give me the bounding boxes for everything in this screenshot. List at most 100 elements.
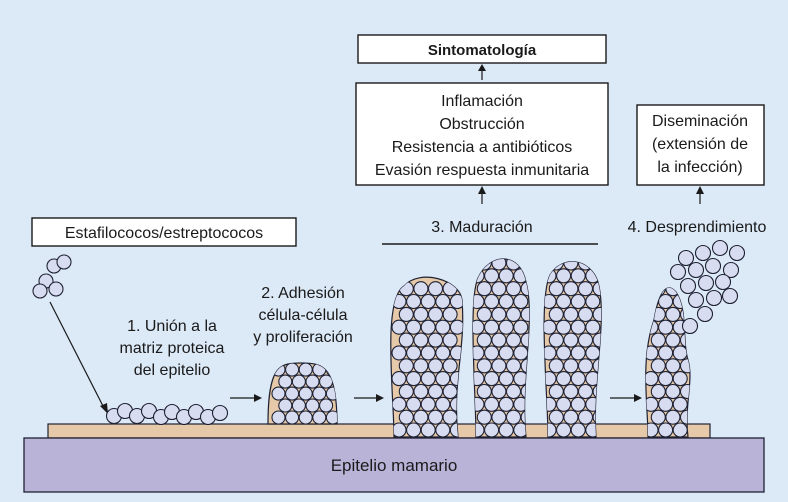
dissemination-box	[636, 104, 765, 186]
coccus-cell	[442, 358, 458, 374]
coccus-cell	[498, 345, 514, 361]
coccus-cell	[665, 383, 681, 400]
coccus-cell	[391, 345, 407, 361]
coccus-cell	[442, 332, 458, 348]
coccus-cell	[476, 358, 492, 374]
released-coccus	[721, 287, 739, 305]
coccus-cell	[513, 345, 529, 361]
coccus-cell	[679, 358, 690, 374]
stage-2-label: 2. Adhesión célula-célula y proliferació…	[253, 285, 353, 346]
released-coccus	[696, 305, 714, 323]
coccus-cell	[484, 345, 500, 361]
released-coccus	[714, 273, 732, 291]
coccus-cell	[406, 396, 422, 412]
bacteria-label: Estafilococos/estreptococos	[65, 225, 263, 242]
released-coccus	[722, 261, 740, 279]
coccus-cell	[406, 422, 422, 437]
dissemination-text: Diseminación (extensión de la infección)	[652, 113, 748, 176]
symptoms-list-box	[355, 82, 609, 186]
stage-1-line: matriz proteica	[120, 340, 225, 357]
coccus-cell	[484, 371, 500, 387]
coccus-cell	[398, 409, 414, 425]
released-coccus	[694, 244, 712, 262]
coccus-cell	[435, 371, 451, 387]
coccus-cell	[491, 409, 507, 425]
coccus-cell	[319, 398, 334, 413]
coccus-cell	[570, 396, 586, 412]
coccus-cell	[484, 293, 500, 310]
coccus-cell	[658, 422, 674, 437]
coccus-cell	[435, 319, 451, 335]
coccus-cell	[548, 358, 564, 374]
coccus-cell	[484, 422, 500, 437]
attachment-arrow	[49, 301, 105, 409]
released-coccus	[705, 289, 723, 307]
coccus-cell	[449, 319, 463, 335]
coccus-cell	[298, 363, 313, 377]
coccus-cell	[556, 371, 572, 387]
coccus-cell	[556, 293, 572, 310]
coccus-cell	[548, 332, 564, 348]
coccus-cell	[449, 293, 463, 310]
coccus-cell	[413, 409, 429, 425]
attached-cells	[105, 402, 229, 426]
coccus-cell	[658, 396, 674, 412]
coccus-cell	[585, 345, 601, 361]
coccus-cell	[413, 306, 429, 322]
coccus-cell	[285, 410, 300, 424]
stage-1-line: del epitelio	[134, 362, 211, 379]
symptoms-title: Sintomatología	[428, 42, 537, 59]
coccus-cell	[398, 358, 414, 374]
coccus-cell	[650, 409, 666, 425]
tower-cells	[472, 258, 530, 437]
coccus-cell	[563, 306, 579, 322]
released-coccus	[728, 244, 746, 262]
released-coccus	[669, 263, 687, 281]
coccus-cell	[498, 422, 514, 437]
coccus-cell	[556, 396, 572, 412]
symptoms-title-box	[357, 34, 607, 64]
coccus-cell	[672, 371, 688, 387]
coccus-cell	[406, 319, 422, 335]
coccus-cell	[548, 281, 564, 297]
coccus-cell	[484, 319, 500, 335]
symptom-item: Evasión respuesta inmunitaria	[375, 162, 589, 179]
coccus-cell	[658, 345, 674, 361]
coccus-cell	[665, 358, 681, 374]
coccus-cell	[406, 371, 422, 387]
coccus-cell	[658, 371, 674, 387]
released-coccus	[711, 239, 729, 257]
coccus-cell	[413, 332, 429, 348]
coccus-cell	[577, 409, 594, 425]
coccus-cell	[427, 281, 444, 297]
coccus-cell	[650, 358, 666, 374]
coccus-cell	[645, 371, 659, 387]
released-coccus	[679, 277, 697, 295]
coccus-cell	[548, 383, 564, 400]
tissue-strip	[47, 423, 711, 439]
coccus-cell	[570, 319, 586, 335]
coccus-cell	[476, 409, 492, 425]
released-cells	[669, 239, 746, 335]
coccus-cell	[577, 332, 594, 348]
coccus-cell	[498, 293, 514, 310]
coccus-cell	[505, 306, 522, 322]
coccus-cell	[435, 293, 451, 310]
coccus-cell	[585, 319, 601, 335]
coccus-cell	[679, 383, 690, 400]
coccus-cell	[570, 371, 586, 387]
coccus-cell	[435, 345, 451, 361]
coccus-cell	[391, 371, 407, 387]
coccus-cell	[325, 410, 337, 424]
coccus-cell	[420, 371, 436, 387]
coccus-cell	[435, 422, 451, 437]
coccus-cell	[442, 409, 458, 425]
coccus-cell	[544, 319, 557, 335]
coccus-cell	[563, 332, 579, 348]
coccus-cell	[420, 422, 436, 437]
coccus-cell	[520, 306, 530, 322]
coccus-cell	[278, 398, 293, 413]
coccus-cell	[285, 386, 300, 401]
coccus-cell	[413, 383, 429, 400]
